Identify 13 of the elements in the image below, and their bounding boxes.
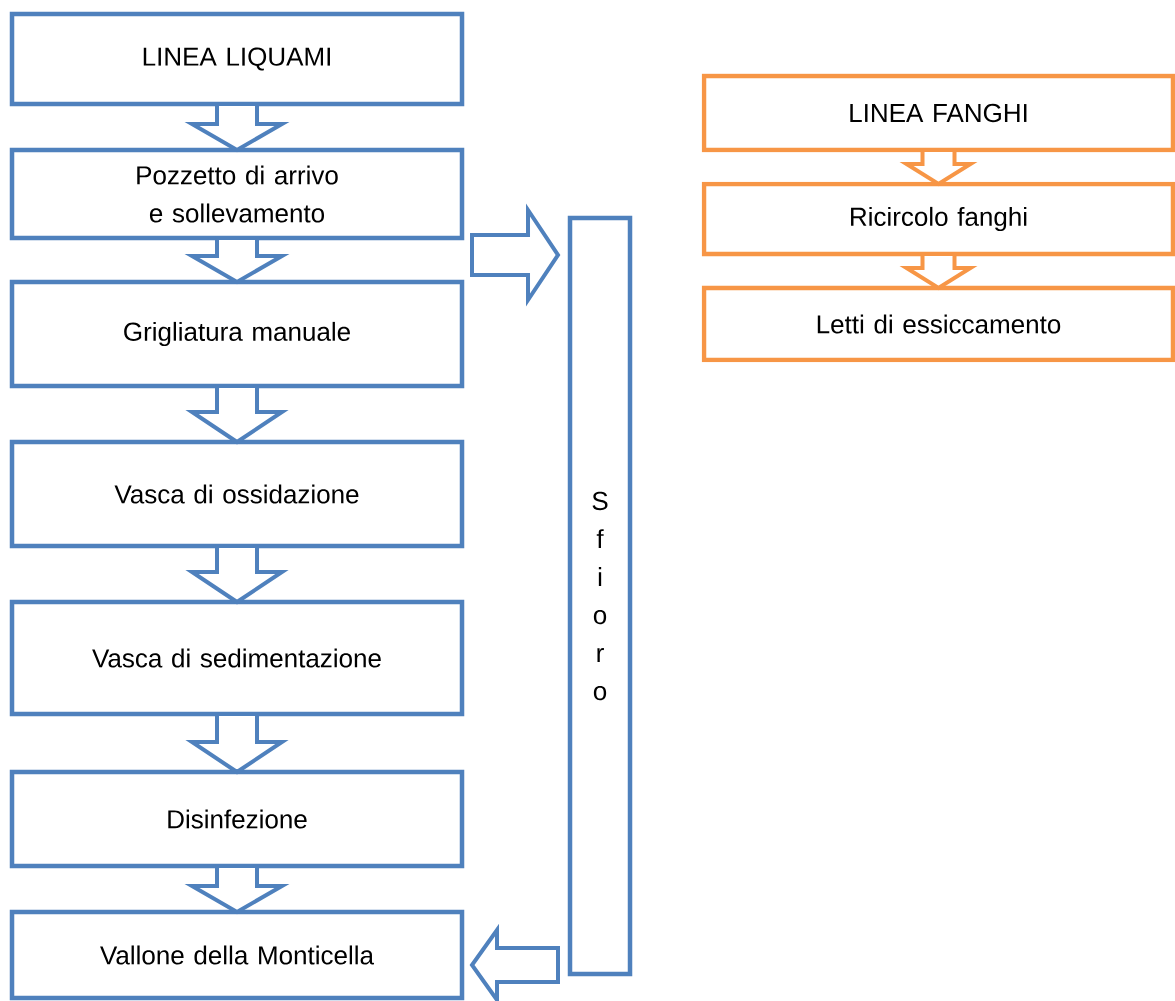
process-box: LINEA LIQUAMI [9, 11, 465, 107]
process-box: Letti di essiccamento [701, 285, 1175, 363]
process-box: Vasca di ossidazione [9, 439, 465, 549]
process-box: Vasca di sedimentazione [9, 599, 465, 717]
bypass-box: Sfioro [567, 215, 633, 977]
process-box: Vallone della Monticella [9, 909, 465, 1001]
block-arrow [469, 923, 560, 1001]
block-arrow [470, 203, 561, 307]
process-box: Ricircolo fanghi [701, 181, 1175, 257]
process-box: Disinfezione [9, 769, 465, 869]
process-box: Grigliatura manuale [9, 279, 465, 389]
process-box: Pozzetto di arrivo e sollevamento [9, 147, 465, 241]
process-box: LINEA FANGHI [701, 73, 1175, 153]
